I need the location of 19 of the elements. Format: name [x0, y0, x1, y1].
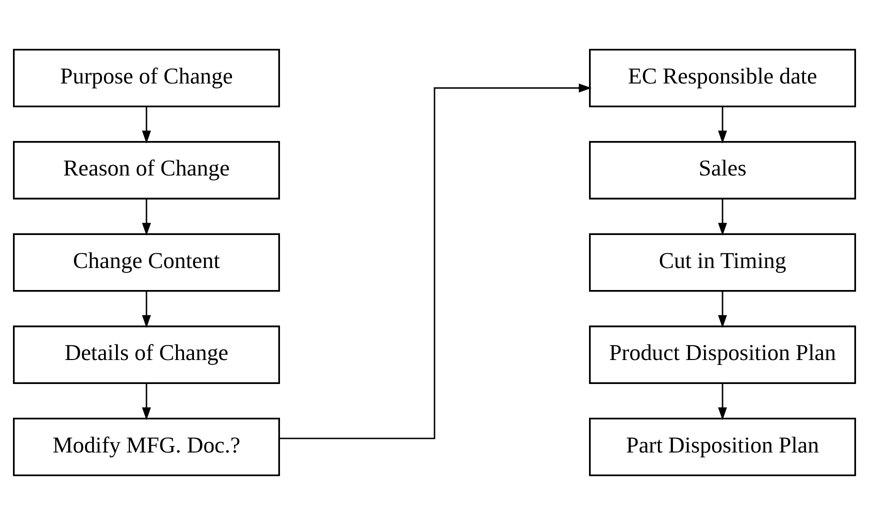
arrow: [142, 291, 151, 328]
arrow: [718, 291, 727, 328]
node-box: Part Disposition Plan: [589, 418, 856, 476]
node-box: Modify MFG. Doc.?: [12, 418, 280, 476]
node-box: Cut in Timing: [589, 233, 856, 292]
arrow: [718, 198, 727, 236]
arrow: [142, 198, 151, 236]
node-box: Purpose of Change: [12, 48, 280, 108]
arrow: [718, 106, 727, 144]
arrow: [142, 383, 151, 420]
node-box: Product Disposition Plan: [589, 326, 856, 384]
arrow: [280, 84, 592, 440]
arrow: [142, 106, 151, 144]
arrow: [718, 383, 727, 420]
node-box: EC Responsible date: [589, 48, 856, 108]
node-box: Sales: [589, 141, 856, 200]
node-box: Reason of Change: [12, 141, 280, 200]
node-box: Details of Change: [12, 326, 280, 384]
node-box: Change Content: [12, 233, 280, 292]
